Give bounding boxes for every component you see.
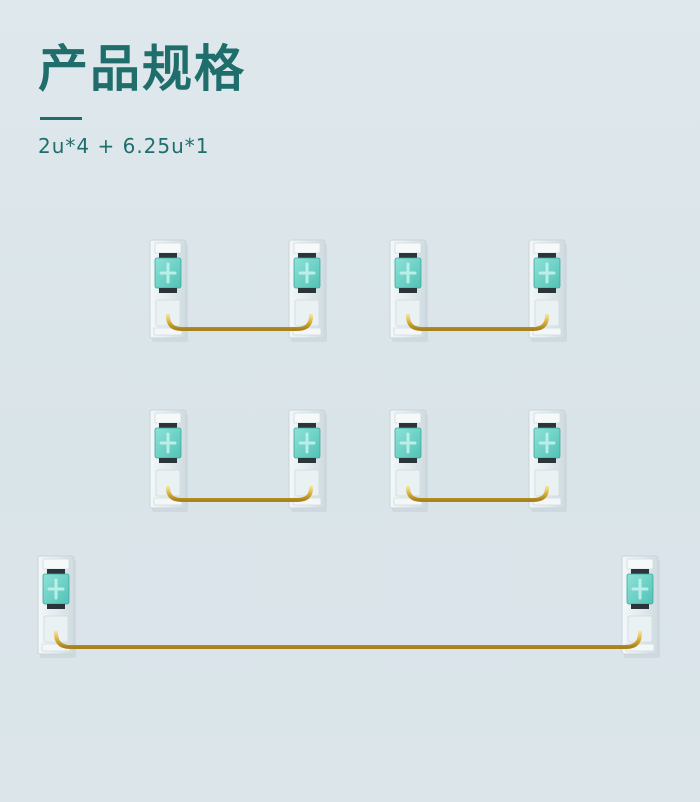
spec-subtitle: 2u*4 + 6.25u*1 xyxy=(38,134,210,158)
stabilizer-2u-4 xyxy=(388,408,569,514)
stabilizer-6-25u xyxy=(36,554,662,660)
page-title: 产品规格 xyxy=(38,40,246,98)
stabilizer-2u-1 xyxy=(148,238,329,344)
title-underline xyxy=(40,117,82,120)
stabilizer-2u-2 xyxy=(388,238,569,344)
stabilizer-2u-3 xyxy=(148,408,329,514)
